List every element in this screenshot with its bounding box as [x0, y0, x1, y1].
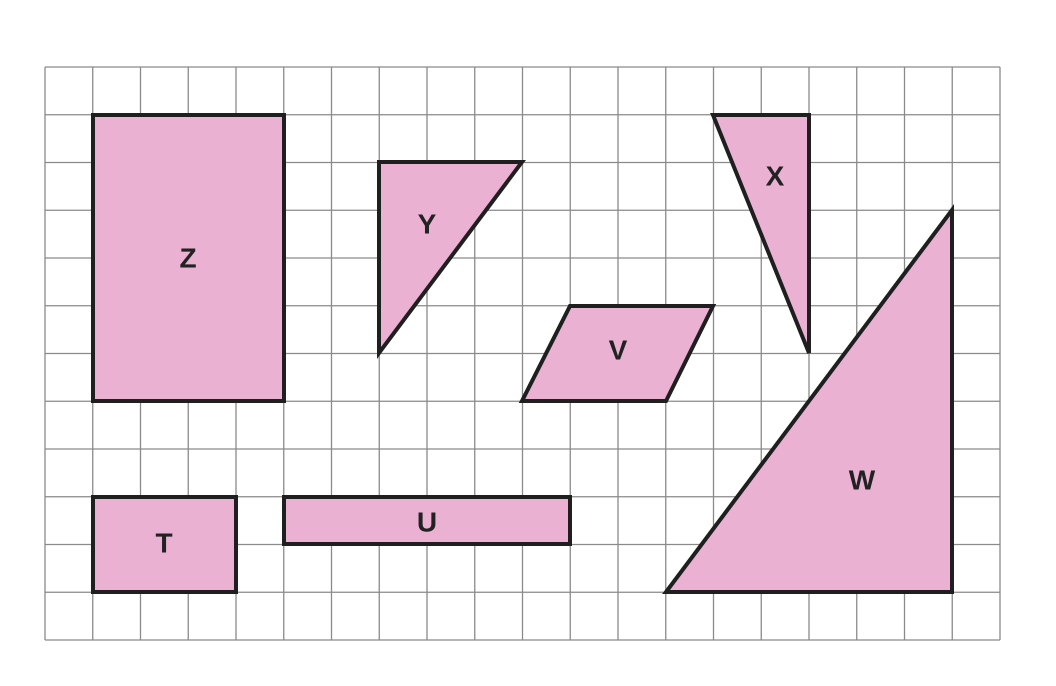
- shape-x: [710, 113, 811, 354]
- label-x: X: [766, 161, 785, 192]
- label-v: V: [609, 335, 628, 366]
- label-u: U: [417, 507, 437, 538]
- shape-w: [662, 203, 954, 594]
- label-t: T: [155, 528, 172, 559]
- shape-z: [91, 113, 286, 403]
- label-y: Y: [418, 209, 437, 240]
- shape-v: [518, 304, 717, 403]
- shape-labels: Z Y X V W T U: [155, 161, 875, 559]
- shapes: [91, 113, 954, 594]
- shape-y: [377, 160, 526, 360]
- shape-t: [91, 495, 238, 594]
- shape-u: [282, 495, 572, 546]
- label-w: W: [849, 465, 876, 496]
- label-z: Z: [179, 243, 196, 274]
